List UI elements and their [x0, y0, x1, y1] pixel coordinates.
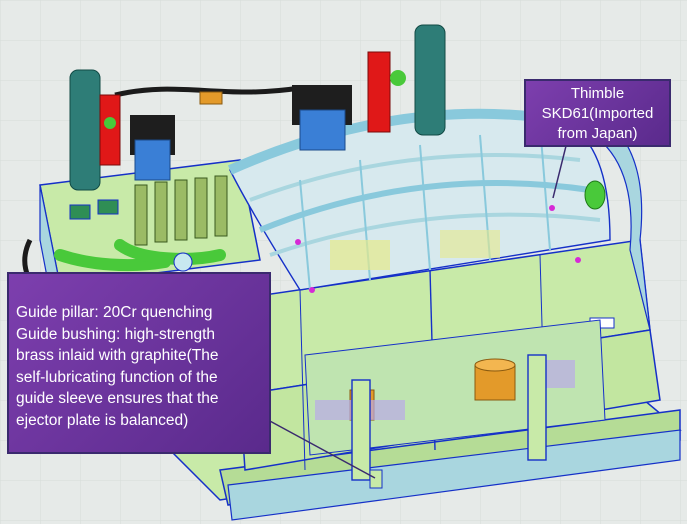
callout-guide-line-6: ejector plate is balanced) [16, 411, 189, 429]
callout-guide-line-4: self-lubricating function of the [16, 368, 218, 386]
callout-guide-line-1: Guide pillar: 20Cr quenching [16, 304, 213, 321]
guide-pillars [351, 354, 547, 489]
callout-thimble: Thimble SKD61(Imported from Japan) [524, 79, 671, 147]
hydraulic-cylinders [69, 24, 446, 191]
callout-thimble-line-3: from Japan) [557, 125, 638, 142]
core-pull-plates [134, 175, 228, 246]
callout-guide-pillar: Guide pillar: 20Cr quenching Guide bushi… [7, 272, 271, 454]
callout-thimble-line-1: Thimble [570, 85, 625, 102]
callout-guide-line-2: Guide bushing: high-strength [16, 325, 216, 343]
callout-guide-line-3: brass inlaid with graphite(The [16, 347, 219, 364]
callout-thimble-line-2: SKD61(Imported [541, 105, 654, 122]
callout-guide-line-5: guide sleeve ensures that the [16, 390, 219, 407]
cylindrical-cage [227, 108, 611, 293]
cooling-hoses [22, 85, 301, 293]
